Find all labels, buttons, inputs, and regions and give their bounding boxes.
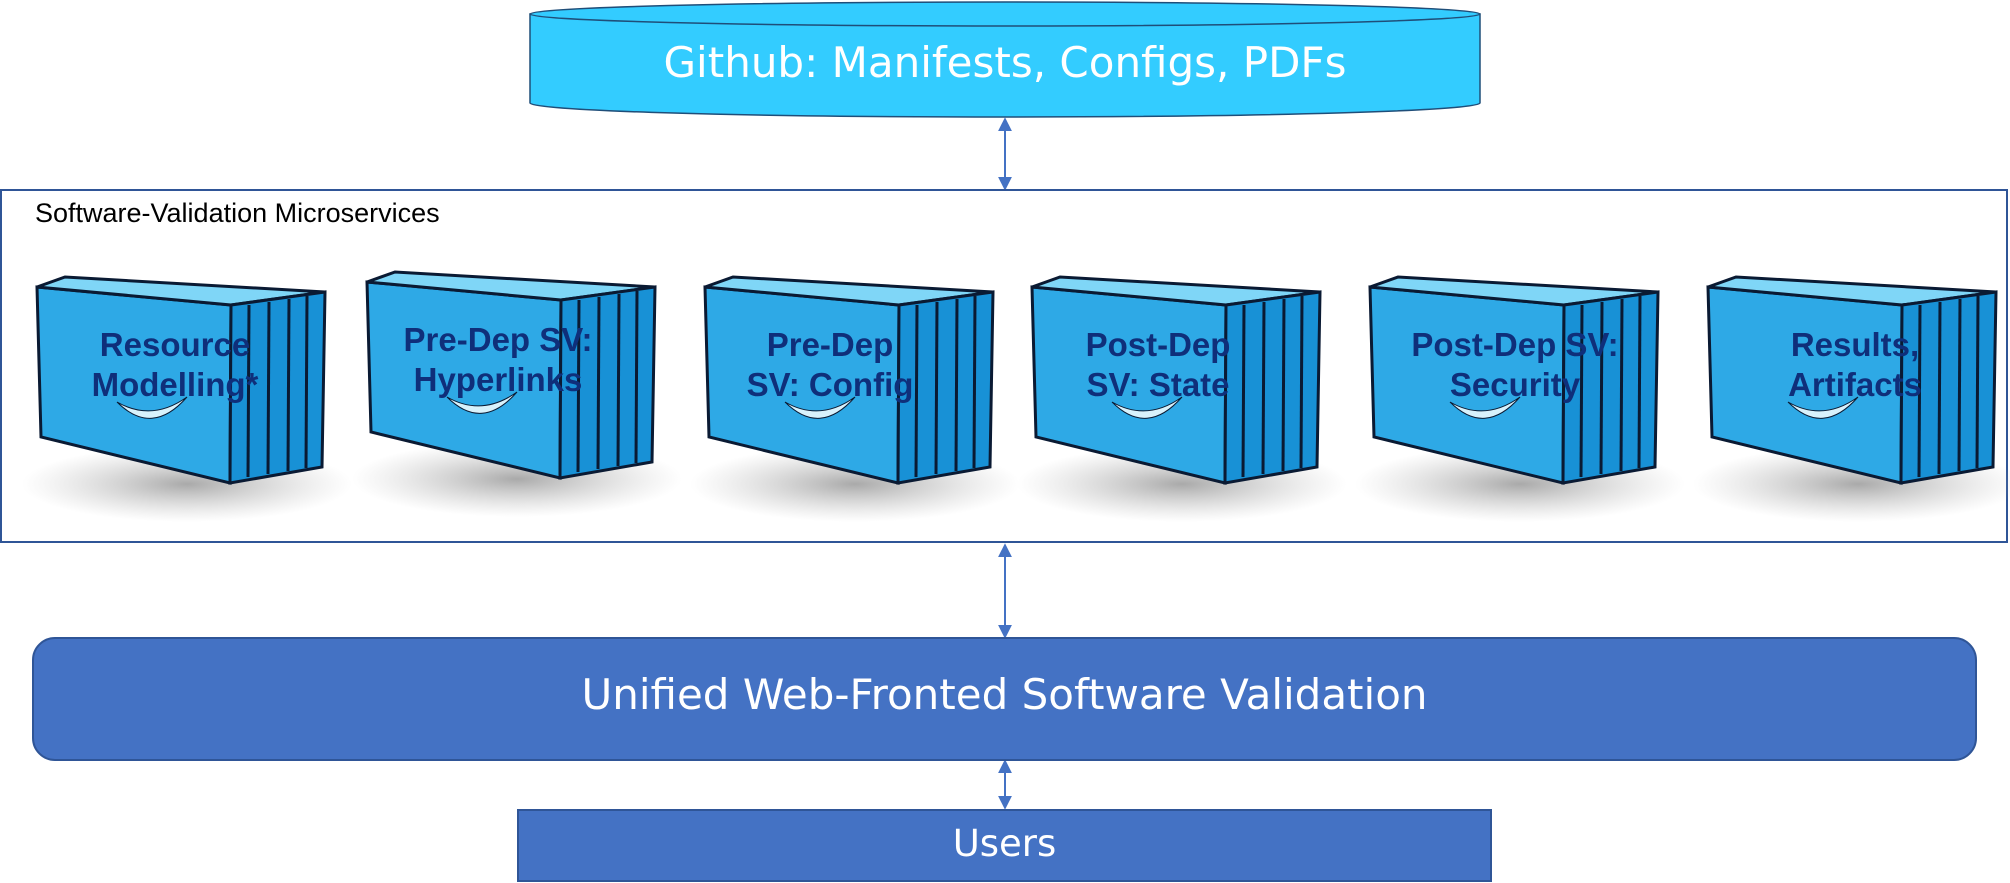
door-ridge <box>266 301 271 475</box>
container-label-predep-hyperlinks: Pre-Dep SV: Hyperlinks <box>403 321 593 398</box>
users-label: Users <box>952 822 1057 865</box>
door-ridge <box>286 298 291 472</box>
door-ridge <box>246 304 251 478</box>
container-label-resource-modelling: Resource Modelling* <box>91 326 259 403</box>
container-label-predep-config: Pre-Dep SV: Config <box>746 326 914 403</box>
microservices-frame <box>0 189 2008 543</box>
door-ridge <box>914 304 919 478</box>
container-predep-hyperlinks <box>352 270 682 517</box>
github-label: Github: Manifests, Configs, PDFs <box>663 38 1347 87</box>
door-ridge <box>1281 298 1286 472</box>
container-postdep-state <box>1017 275 1347 522</box>
door-ridge <box>1241 304 1246 478</box>
users-box <box>517 809 1492 882</box>
door-ridge <box>1619 298 1624 472</box>
door-ridge <box>954 298 959 472</box>
github-repository-cylinder <box>529 1 1481 118</box>
container-label-postdep-state: Post-Dep SV: State <box>1085 326 1231 403</box>
door-ridge <box>1917 304 1922 478</box>
microservices-title: Software-Validation Microservices <box>35 198 440 228</box>
container-highlight <box>784 396 856 419</box>
container-highlight <box>1111 396 1183 419</box>
door-ridge <box>1599 301 1604 475</box>
door-ridge <box>1261 301 1266 475</box>
container-label-results-artifacts: Results, Artifacts <box>1788 326 1922 403</box>
door-ridge <box>304 295 309 469</box>
container-doors <box>558 285 657 480</box>
door-ridge <box>616 293 621 467</box>
container-postdep-security <box>1355 275 1685 522</box>
web-frontend-box <box>32 637 1977 761</box>
door-ridge <box>934 301 939 475</box>
container-doors <box>228 290 327 485</box>
door-ridge <box>972 295 977 469</box>
container-doors <box>1223 290 1322 485</box>
web-frontend-label: Unified Web-Fronted Software Validation <box>581 670 1428 719</box>
container-highlight <box>1787 396 1859 419</box>
container-doors <box>1899 290 1998 485</box>
door-ridge <box>1637 295 1642 469</box>
door-ridge <box>596 296 601 470</box>
door-ridge <box>1957 298 1962 472</box>
container-predep-config <box>690 275 1020 522</box>
door-ridge <box>1299 295 1304 469</box>
containers-layer <box>22 270 2010 522</box>
container-highlight <box>446 391 518 414</box>
container-doors <box>896 290 995 485</box>
container-highlight <box>116 396 188 419</box>
door-ridge <box>576 299 581 473</box>
door-ridge <box>1937 301 1942 475</box>
container-highlight <box>1449 396 1521 419</box>
container-label-postdep-security: Post-Dep SV: Security <box>1411 326 1619 403</box>
door-ridge <box>1579 304 1584 478</box>
container-doors <box>1561 290 1660 485</box>
door-ridge <box>1975 295 1980 469</box>
container-results-artifacts <box>1693 275 2010 522</box>
door-ridge <box>634 290 639 464</box>
container-resource-modelling <box>22 275 352 522</box>
